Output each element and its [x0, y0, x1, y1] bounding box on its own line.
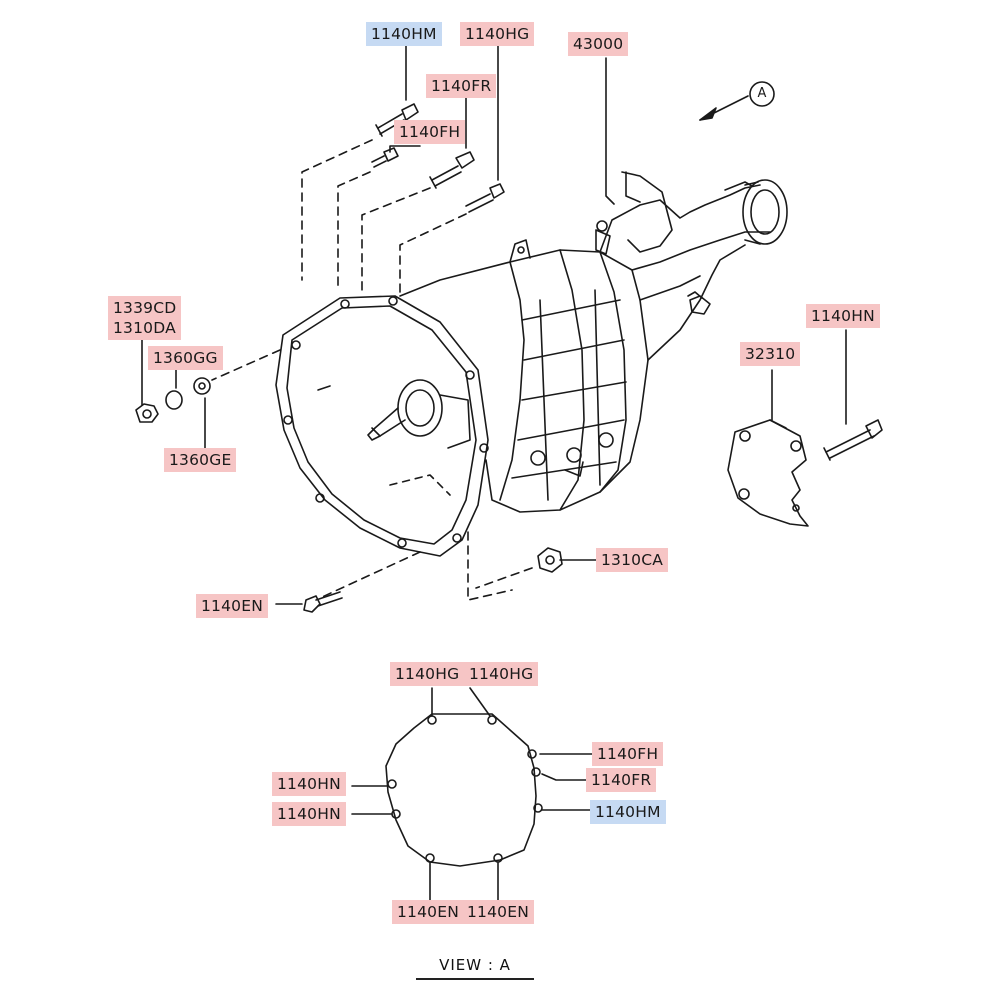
label-1360ge: 1360GE	[164, 448, 237, 472]
assembly-lines	[211, 139, 533, 601]
label-1140hg-top: 1140HG	[460, 22, 535, 46]
view-a-label-1140en-left: 1140EN	[392, 900, 465, 924]
label-1140fr-top: 1140FR	[426, 74, 497, 98]
label-1310ca: 1310CA	[596, 548, 669, 572]
view-a-marker: A	[757, 86, 767, 101]
view-a-label-1140hn-upper: 1140HN	[272, 772, 346, 796]
view-a-label-1140hn-lower: 1140HN	[272, 802, 346, 826]
leader-lines	[141, 45, 847, 605]
view-a-label-1140hm: 1140HM	[590, 800, 666, 824]
transmission-assembly	[275, 171, 788, 557]
left-fasteners	[135, 377, 211, 423]
view-a-caption: VIEW : A	[416, 952, 534, 980]
view-a-label-1140hg-left: 1140HG	[390, 662, 465, 686]
view-a-arrow	[699, 81, 775, 121]
bracket-32310	[727, 419, 883, 527]
label-1140hm-top: 1140HM	[366, 22, 442, 46]
view-a-label-1140fr: 1140FR	[586, 768, 657, 792]
label-1140hn-right: 1140HN	[806, 304, 880, 328]
view-a-label-1140fh: 1140FH	[592, 742, 664, 766]
view-a-gasket	[351, 687, 597, 903]
label-32310: 32310	[740, 342, 801, 366]
view-a-label-1140hg-right: 1140HG	[464, 662, 539, 686]
view-a-label-1140en-right: 1140EN	[462, 900, 535, 924]
label-1310da: 1310DA	[108, 316, 181, 340]
label-43000: 43000	[568, 32, 629, 56]
label-1140fh-top: 1140FH	[394, 120, 466, 144]
top-bolts	[371, 103, 505, 213]
bottom-fasteners	[303, 547, 563, 613]
label-1140en-bottom: 1140EN	[196, 594, 269, 618]
label-1360gg: 1360GG	[148, 346, 223, 370]
